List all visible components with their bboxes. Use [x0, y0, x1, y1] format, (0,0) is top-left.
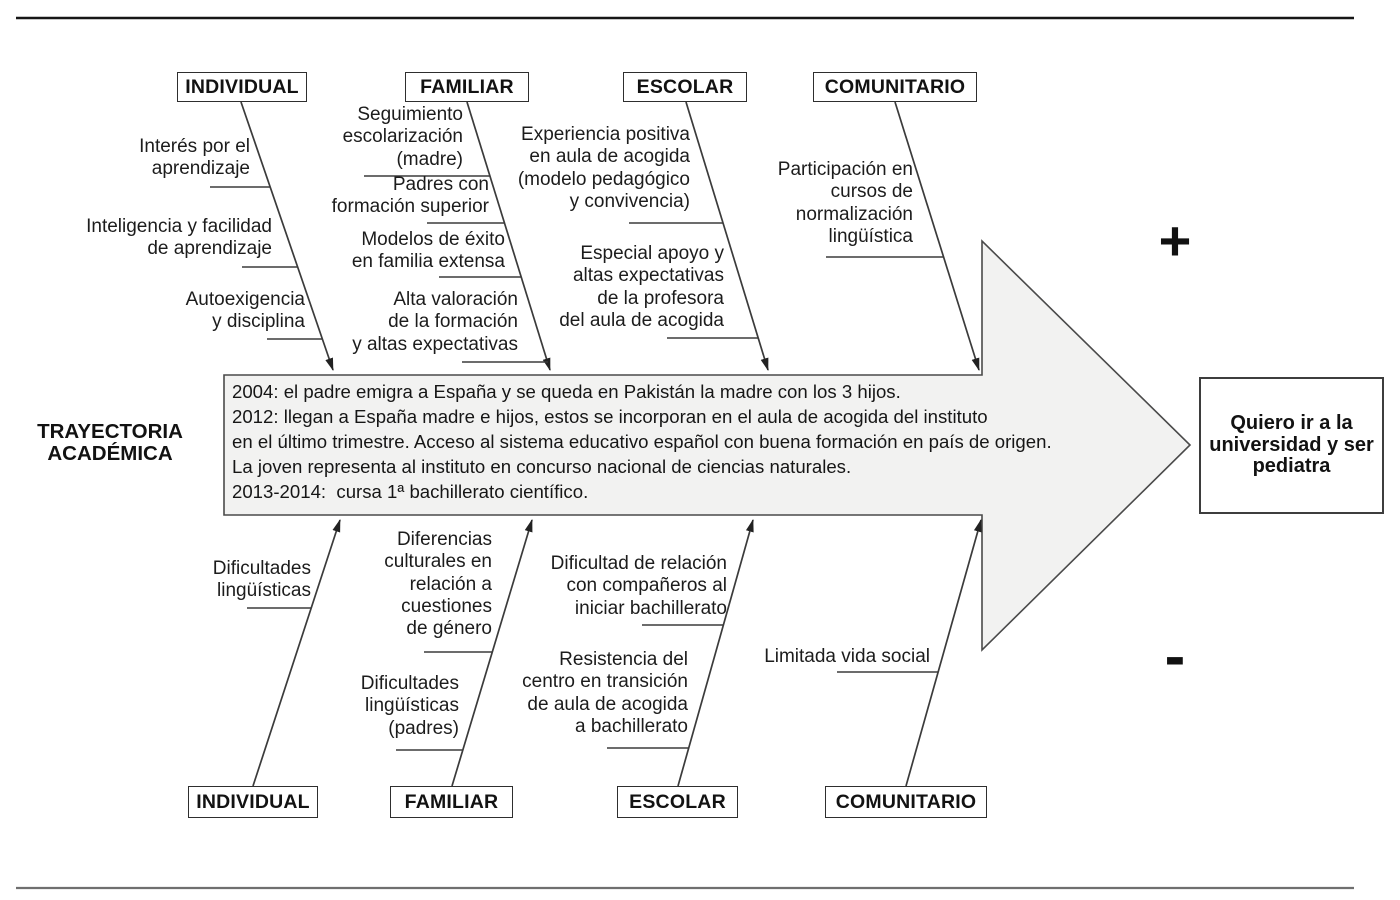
factor-inteligencia-facilidad: Inteligencia y facilidad de aprendizaje	[86, 216, 272, 260]
factor-interes-aprendizaje: Interés por el aprendizaje	[139, 136, 250, 180]
category-box-bottom-escolar: ESCOLAR	[617, 786, 738, 818]
goal-box: Quiero ir a la universidad y ser pediatr…	[1199, 377, 1384, 514]
category-box-top-escolar: ESCOLAR	[623, 72, 747, 102]
spine-arrow-shape	[223, 239, 1192, 652]
category-box-bottom-familiar: FAMILIAR	[390, 786, 513, 818]
plus-sign: +	[1158, 209, 1192, 272]
category-box-bottom-comunitario: COMUNITARIO	[825, 786, 987, 818]
factor-padres-formacion: Padres con formación superior	[331, 174, 489, 218]
factor-especial-apoyo: Especial apoyo y altas expectativas de l…	[559, 243, 724, 331]
factor-dificultades-linguisticas: Dificultades lingüísticas	[212, 558, 311, 602]
bone-top-familiar	[466, 101, 551, 371]
bone-top-escolar	[685, 101, 769, 371]
factor-dificultades-linguisticas-padres: Dificultades lingüísticas (padres)	[360, 673, 459, 739]
factor-experiencia-positiva: Experiencia positiva en aula de acogida …	[517, 124, 690, 212]
factor-participacion-cursos: Participación en cursos de normalización…	[777, 159, 913, 247]
factor-autoexigencia-disciplina: Autoexigencia y disciplina	[185, 289, 305, 333]
spine-label: TRAYECTORIA ACADÉMICA	[37, 420, 183, 465]
bone-bottom-individual	[252, 519, 341, 787]
factor-dificultad-relacion: Dificultad de relación con compañeros al…	[550, 553, 727, 619]
factor-resistencia-centro: Resistencia del centro en transición de …	[522, 649, 688, 737]
minus-sign: -	[1164, 622, 1186, 691]
category-box-bottom-individual: INDIVIDUAL	[188, 786, 318, 818]
timeline-text: 2004: el padre emigra a España y se qued…	[232, 381, 1052, 502]
bone-top-individual	[240, 101, 334, 371]
category-box-top-familiar: FAMILIAR	[405, 72, 529, 102]
factor-seguimiento-escolarizacion: Seguimiento escolarización (madre)	[342, 104, 463, 170]
bone-top-comunitario	[894, 101, 980, 371]
bone-bottom-escolar	[677, 519, 754, 787]
bone-bottom-comunitario	[905, 519, 982, 787]
category-box-top-individual: INDIVIDUAL	[177, 72, 307, 102]
bone-bottom-familiar	[451, 519, 533, 787]
factor-alta-valoracion: Alta valoración de la formación y altas …	[352, 289, 518, 355]
category-box-top-comunitario: COMUNITARIO	[813, 72, 977, 102]
factor-limitada-vida-social: Limitada vida social	[764, 646, 930, 667]
factor-diferencias-culturales: Diferencias culturales en relación a cue…	[384, 529, 492, 640]
factor-modelos-exito: Modelos de éxito en familia extensa	[351, 229, 505, 273]
